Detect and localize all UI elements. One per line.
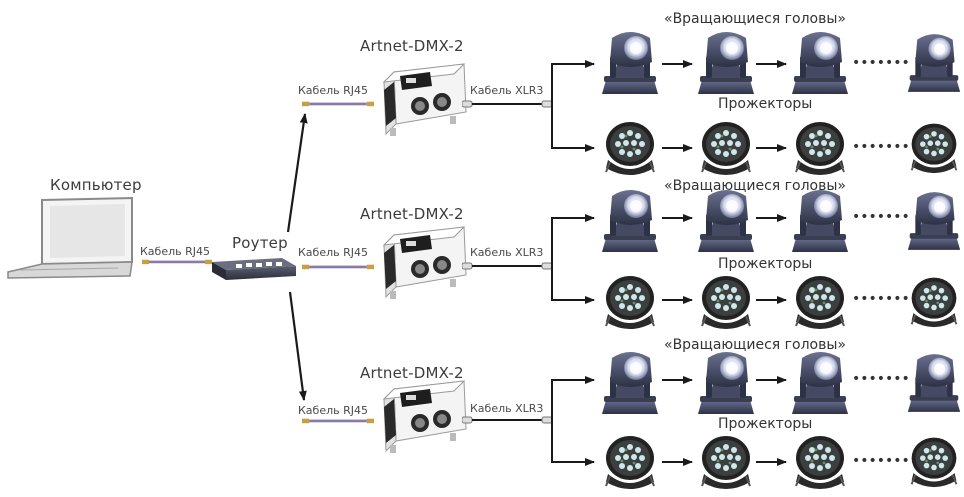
moving-head-icon: [602, 352, 658, 414]
controller-label-top: Artnet-DMX-2: [360, 37, 464, 55]
spotlights-label-middle: Прожекторы: [718, 256, 813, 272]
computer-label: Компьютер: [50, 176, 142, 194]
par-can-light-icon: [910, 122, 958, 175]
router-label: Роутер: [232, 234, 288, 252]
xlr3-label-top: Кабель XLR3: [470, 84, 544, 97]
moving-head-icon: [602, 190, 658, 252]
par-can-light-icon: [910, 436, 958, 489]
continuation-dots: •••••••: [852, 291, 910, 307]
heads-label-bottom: «Вращающиеся головы»: [664, 337, 846, 353]
dmx-interface-icon: [383, 380, 467, 454]
network-switch-icon: [212, 258, 296, 280]
par-can-light-icon: [701, 275, 751, 330]
rj45-label-top: Кабель RJ45: [298, 84, 368, 97]
continuation-dots: •••••••: [852, 55, 910, 71]
controller-label-bottom: Artnet-DMX-2: [360, 364, 464, 382]
par-can-light-icon: [701, 435, 751, 490]
par-can-light-icon: [795, 275, 845, 330]
computer-cable-label: Кабель RJ45: [140, 245, 210, 258]
moving-head-icon: [792, 190, 848, 252]
par-can-light-icon: [605, 275, 655, 330]
spotlights-label-top: Прожекторы: [718, 96, 813, 112]
spotlights-label-bottom: Прожекторы: [718, 416, 813, 432]
branch-row-bottom: [302, 380, 552, 454]
laptop-icon: [7, 196, 133, 279]
heads-label-middle: «Вращающиеся головы»: [664, 178, 846, 194]
moving-head-icon: [698, 32, 754, 94]
branch-row-middle: [302, 226, 552, 300]
heads-label-top: «Вращающиеся головы»: [664, 11, 846, 27]
moving-head-icon: [698, 352, 754, 414]
par-can-light-icon: [795, 435, 845, 490]
par-can-light-icon: [605, 435, 655, 490]
par-can-light-icon: [910, 276, 958, 329]
controller-label-middle: Artnet-DMX-2: [360, 205, 464, 223]
moving-head-icon: [698, 190, 754, 252]
moving-head-icon: [602, 32, 658, 94]
router-branch-arrows: [286, 113, 308, 401]
rj45-label-bottom: Кабель RJ45: [298, 404, 368, 417]
continuation-dots: •••••••: [852, 139, 910, 155]
rj45-label-middle: Кабель RJ45: [298, 246, 368, 259]
par-can-light-icon: [701, 121, 751, 176]
xlr3-label-bottom: Кабель XLR3: [470, 402, 544, 415]
continuation-dots: •••••••: [852, 371, 910, 387]
branch-row-top: [302, 63, 552, 137]
fixture-chain-lines: [551, 60, 787, 466]
computer-rj45-cable: [142, 259, 212, 265]
moving-head-icon: [907, 354, 961, 412]
par-can-light-icon: [795, 121, 845, 176]
continuation-dots: •••••••: [852, 453, 910, 469]
continuation-dots: •••••••: [852, 209, 910, 225]
moving-head-icon: [792, 352, 848, 414]
dmx-interface-icon: [383, 226, 467, 300]
moving-head-icon: [907, 192, 961, 250]
moving-head-icon: [792, 32, 848, 94]
xlr3-label-middle: Кабель XLR3: [470, 246, 544, 259]
moving-head-icon: [907, 34, 961, 92]
dmx-interface-icon: [383, 63, 467, 137]
par-can-light-icon: [605, 121, 655, 176]
